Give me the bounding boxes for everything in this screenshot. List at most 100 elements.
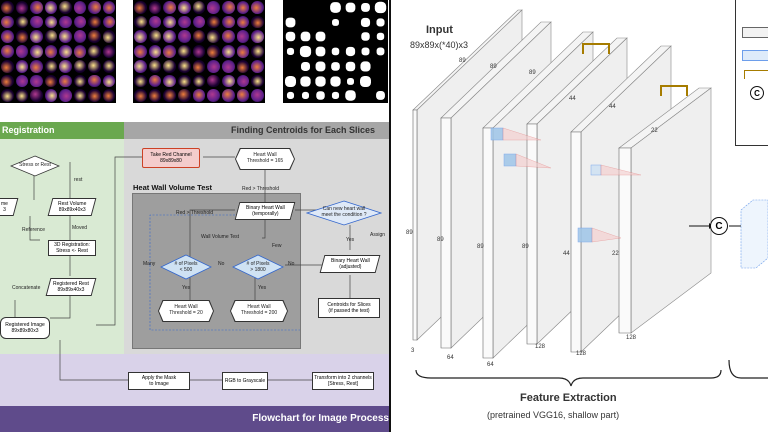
- heatmap-slice: [30, 89, 43, 102]
- heatmap-slice: [361, 3, 370, 12]
- heatmap-slice: [1, 1, 14, 14]
- heatmap-slice: [222, 59, 235, 73]
- heatmap-slice: [251, 74, 264, 88]
- threshold-20-node: Heart Wall Threshold = 20: [158, 300, 214, 322]
- heatmap-slice: [134, 30, 147, 44]
- heatmap-slice: [15, 15, 28, 29]
- heatmap-slice: [178, 74, 191, 88]
- heatmap-slice: [331, 47, 340, 56]
- wall-volume-test-label: Wall Volume Test: [201, 234, 240, 240]
- legend-swatch-gray: [742, 27, 768, 38]
- heatmap-slice: [134, 15, 147, 29]
- heatmap-slice: [30, 1, 43, 14]
- heatmap-slice: [163, 15, 176, 29]
- input-shape: 89x89x(*40)x3: [410, 40, 469, 50]
- heatmap-slice: [134, 45, 147, 58]
- heatmap-slice: [345, 2, 356, 13]
- heatmap-slice: [192, 45, 206, 58]
- rgb-grayscale-node: RGB to Grayscale: [222, 372, 268, 390]
- heatmap-slice: [251, 15, 264, 29]
- legend-bracket: [744, 70, 768, 79]
- heatmap-slice: [360, 75, 371, 87]
- legend-swatch-blue: [742, 50, 768, 61]
- dim-label: 22: [612, 251, 619, 257]
- heatmap-slice: [88, 45, 101, 58]
- heatmap-slice: [360, 61, 371, 72]
- heatmap-slice: [345, 61, 356, 71]
- heatmap-slice: [15, 89, 28, 102]
- layer-front: [526, 123, 538, 345]
- heatmap-slice: [315, 32, 326, 42]
- transform-node: Transform into 2 channels [Stress, Rest]: [312, 372, 374, 390]
- heatmap-slice: [102, 45, 115, 58]
- heatmap-slice: [102, 30, 115, 44]
- heatmap-slice: [30, 30, 43, 44]
- heatmap-slice: [236, 59, 250, 73]
- heatmap-slice: [148, 30, 162, 44]
- dim-label: 89: [459, 58, 466, 64]
- heatmap-slice: [285, 32, 296, 42]
- heatmap-slice: [73, 15, 86, 29]
- input-title: Input: [426, 24, 453, 36]
- heart-wall-threshold-node: Heart Wall Threshold = 165: [235, 148, 295, 170]
- heatmap-slice: [222, 30, 235, 44]
- dim-label: 128: [576, 351, 587, 357]
- heatmap-slice: [315, 75, 326, 86]
- reference-label: Reference: [22, 227, 46, 233]
- heatmap-slice: [286, 92, 295, 100]
- heatmap-panel-1: [0, 0, 116, 103]
- heatmap-slice: [361, 47, 370, 56]
- heatmap-slice: [30, 45, 43, 58]
- binary-heart-wall-adj-node: Binary Heart Wall (adjusted): [319, 255, 381, 273]
- red-threshold-label: Red > Threshold: [176, 210, 214, 216]
- heatmap-slice: [376, 33, 385, 41]
- centroids-header-text: Finding Centroids for Each Slices: [230, 125, 375, 135]
- pixels-lt-500-decision: # of Pixels < 500: [160, 254, 212, 280]
- heatmap-slice: [374, 1, 387, 13]
- heatmap-slice: [15, 45, 28, 58]
- feature-title: Feature Extraction: [520, 392, 617, 404]
- moved-label: Moved: [72, 225, 88, 231]
- heatmap-slice: [15, 59, 28, 73]
- pixels-gt-1800-decision: # of Pixels > 1800: [232, 254, 284, 280]
- heatmap-slice: [315, 46, 326, 57]
- heatmap-slice: [330, 75, 341, 86]
- output-cube: [740, 199, 768, 269]
- heatmap-slice: [332, 18, 339, 26]
- heatmap-slice: [316, 91, 325, 100]
- layer-front: [482, 127, 494, 359]
- dim-label: 44: [609, 104, 616, 110]
- heatmap-slice: [192, 89, 206, 102]
- heatmap-slice: [102, 1, 115, 14]
- dim-label: 64: [487, 362, 494, 368]
- heatmap-slice: [73, 59, 86, 73]
- heatmap-slice: [88, 30, 101, 44]
- dim-label: 89: [477, 244, 484, 250]
- heatmap-slice: [30, 59, 43, 73]
- binary-heart-wall-temp-node: Binary Heart Wall (temporally): [234, 202, 296, 220]
- heatmap-slice: [163, 1, 176, 14]
- heatmap-slice: [178, 30, 191, 44]
- heatmap-slice: [59, 1, 72, 14]
- heatmap-slice: [300, 75, 311, 86]
- heatmap-slice: [15, 30, 28, 44]
- stress-or-rest-decision: Stress or Rest: [9, 155, 61, 177]
- heatmap-slice: [1, 89, 14, 102]
- heatmap-slice: [207, 15, 220, 29]
- heatmap-slice: [102, 74, 115, 88]
- rest-volume-node: Rest Volume 89x89x40x3: [47, 198, 97, 216]
- heatmap-slice: [59, 15, 72, 29]
- heatmap-slice: [88, 15, 101, 29]
- few-label: Few: [272, 243, 282, 249]
- can-new-heart-wall-decision: Can new heart wall meet the condition ?: [305, 200, 383, 226]
- heatmap-slice: [1, 15, 14, 29]
- footer-band: Flowchart for Image Process: [0, 406, 389, 432]
- registered-rest-node: Registered Rest 89x89x40x3: [45, 278, 97, 296]
- conv-projection: [502, 127, 542, 141]
- heatmap-slice: [207, 1, 220, 14]
- legend-concat-icon: C: [750, 86, 764, 100]
- yes2-label: Yes: [258, 285, 267, 291]
- heatmap-slice: [330, 2, 341, 13]
- yes3-label: Yes: [346, 237, 355, 243]
- conv-kernel: [590, 164, 602, 176]
